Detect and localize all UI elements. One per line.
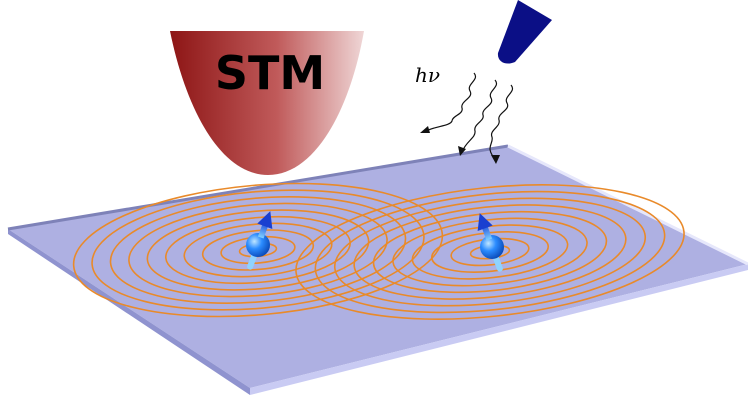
ripple-ring [295,184,685,320]
spin-atom-icon [246,211,273,270]
surface-top [8,146,748,388]
spin-arrowhead [257,211,273,229]
photon-icon [420,72,513,164]
ripple-ring [72,182,444,318]
surface-back-edge [7,144,509,231]
ripple-ring [91,189,425,311]
surface-front-edge [8,229,250,395]
light-source-icon [497,0,552,64]
ripple-ring [372,210,608,294]
photon-wave-3 [489,84,513,161]
stm-label: STM [215,46,325,100]
ripple-ring [333,197,647,307]
atom-sphere [246,233,270,257]
photon-wave-1 [425,72,476,132]
ripple-ring [109,196,407,304]
photon-arrowhead-3 [491,155,500,164]
ripple-ring [183,222,333,278]
photon-arrowhead-1 [420,126,430,133]
photon-wave-2 [461,79,497,153]
ripple-ring [353,204,627,300]
photon-energy-label: hν [415,63,440,87]
ripple-ring [146,209,370,291]
ripple-rings-right [295,184,685,320]
surface-right-edge [250,264,748,395]
ripple-ring [314,190,666,314]
stm-tip-icon: STM [170,31,364,175]
spin-atom-icon [477,213,504,272]
spin-arrowhead [477,213,493,231]
ripple-ring [201,229,315,271]
surface-back-right-edge [507,144,748,266]
atom-sphere [480,235,504,259]
photon-arrowhead-2 [458,146,466,156]
ripple-ring [128,202,388,298]
